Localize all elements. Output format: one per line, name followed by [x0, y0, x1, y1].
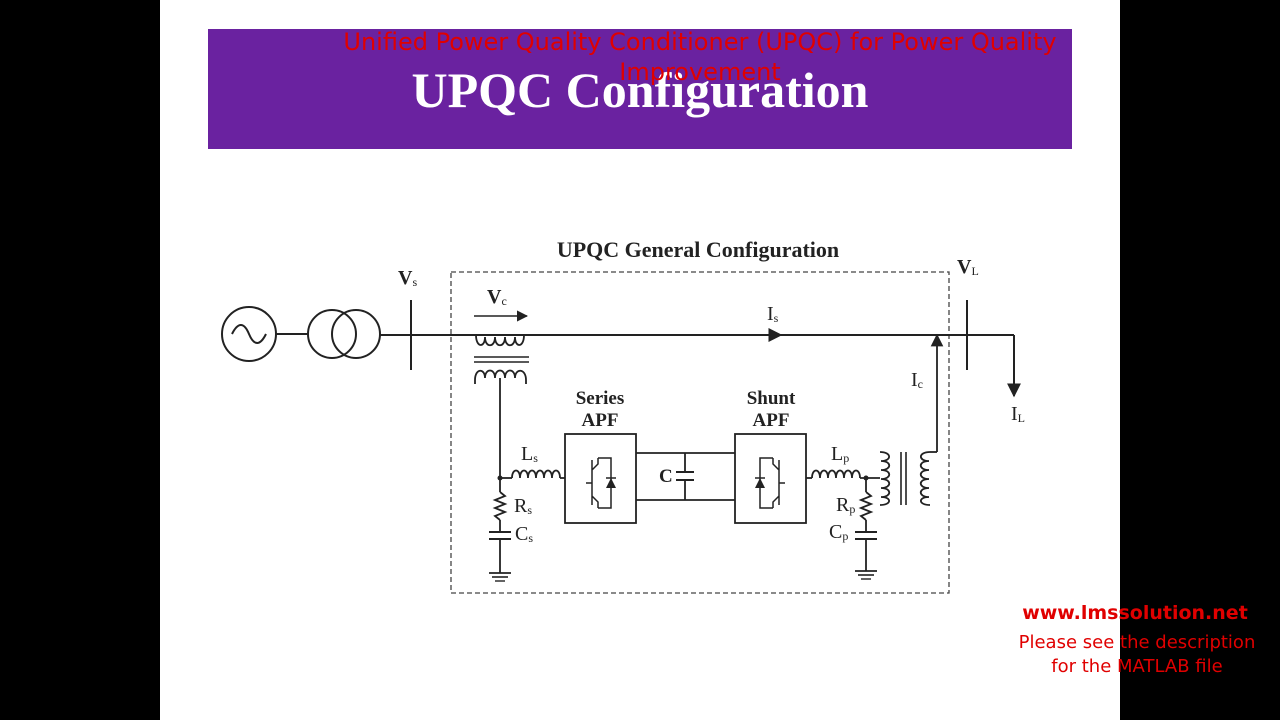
- source-transformer-icon: [307, 309, 381, 359]
- source-current-label: Is: [767, 303, 779, 325]
- shunt-coupling-transformer-icon: [879, 451, 937, 506]
- series-ground-icon: [489, 572, 511, 582]
- slide-title: UPQC Configuration: [411, 62, 869, 118]
- description-note-line2: for the MATLAB file: [1051, 656, 1223, 677]
- video-title-overlay: Unified Power Quality Conditioner (UPQC)…: [343, 28, 1057, 86]
- shunt-resistor-label: Rp: [836, 494, 855, 516]
- series-inductor-ls: [511, 469, 561, 479]
- series-apf-label-line2: APF: [582, 410, 619, 431]
- shunt-capacitor-label: Cp: [829, 521, 848, 543]
- series-resistor-label: Rs: [514, 495, 532, 517]
- shunt-apf-label-line1: Shunt: [747, 388, 796, 409]
- ac-source-icon: [221, 306, 277, 362]
- source-voltage-label: Vs: [398, 267, 417, 289]
- series-apf-converter-block: [564, 433, 637, 524]
- load-current-label: IL: [1011, 403, 1025, 425]
- shunt-resistor-rp: [858, 491, 874, 521]
- series-capacitor-label: Cs: [515, 523, 533, 545]
- compensating-voltage-label: Vc: [487, 286, 507, 308]
- shunt-apf-converter-block: [734, 433, 807, 524]
- load-voltage-label: VL: [957, 256, 979, 278]
- series-inductor-label: Ls: [521, 443, 538, 465]
- series-resistor-rs: [492, 491, 508, 521]
- upqc-dashed-boundary: [450, 271, 950, 594]
- compensating-current-label: Ic: [911, 369, 923, 391]
- series-apf-label-line1: Series: [576, 388, 625, 409]
- description-note-line1: Please see the description: [1018, 632, 1256, 653]
- diagram-heading: UPQC General Configuration: [557, 237, 839, 262]
- description-note: Please see the description for the MATLA…: [1000, 631, 1274, 679]
- dc-capacitor-label: C: [659, 466, 673, 487]
- series-injection-transformer-icon: [474, 334, 529, 384]
- shunt-inductor-lp: [811, 469, 861, 479]
- title-banner: [208, 29, 1072, 149]
- shunt-ground-icon: [855, 570, 877, 580]
- shunt-apf-label-line2: APF: [753, 410, 790, 431]
- shunt-inductor-label: Lp: [831, 443, 849, 465]
- website-url: www.lmssolution.net: [1022, 602, 1248, 624]
